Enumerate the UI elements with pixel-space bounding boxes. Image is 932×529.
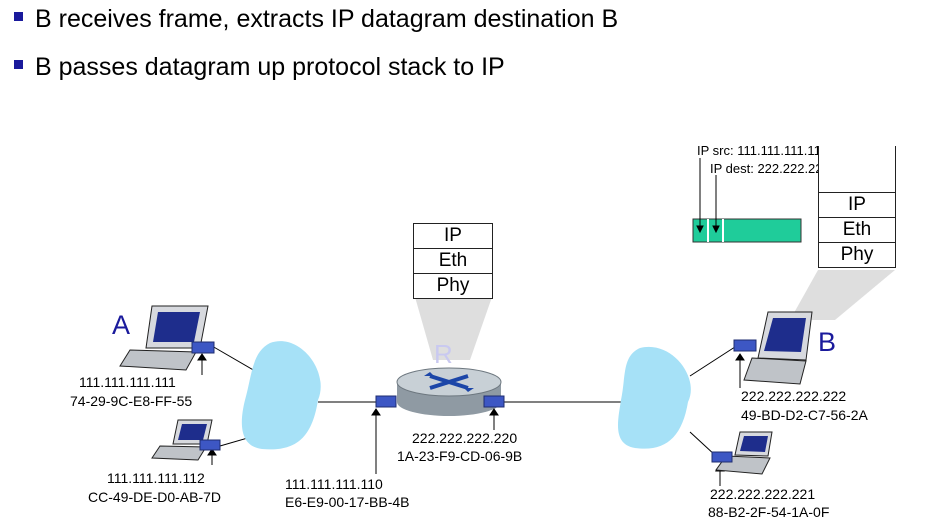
router-right-adapter (483, 395, 505, 408)
stack-layer-phy: Phy (436, 275, 470, 296)
router-right-mac: 1A-23-F9-CD-06-9B (397, 448, 523, 464)
link-b (689, 344, 739, 377)
host-b-mac: 49-BD-D2-C7-56-2A (741, 407, 868, 423)
router-stack-cone (415, 297, 492, 360)
router-right-ip: 222.222.222.220 (412, 430, 518, 446)
computer-icon-a2 (151, 419, 221, 461)
computer-icon-a (119, 305, 215, 371)
stack-layer-ip: IP (414, 224, 492, 249)
stack-layer-ip: IP (819, 193, 895, 218)
host-b-label: B (818, 327, 837, 357)
stack-layer-eth: Eth (819, 218, 895, 243)
host-b-protocol-stack: IP Eth Phy (818, 146, 896, 268)
host-b2-ip: 222.222.222.221 (710, 486, 816, 502)
bullet-1: B receives frame, extracts IP datagram d… (14, 4, 618, 34)
computer-icon-b (733, 311, 813, 385)
router-left-ip: 111.111.111.110 (285, 476, 383, 492)
bullet-1-text: B receives frame, extracts IP datagram d… (35, 5, 619, 33)
router-left-mac: E6-E9-00-17-BB-4B (285, 494, 410, 510)
computer-icon-b2 (711, 431, 773, 475)
host-b-ip: 222.222.222.222 (741, 388, 847, 404)
host-a-ip: 111.111.111.111 (79, 374, 176, 390)
datagram-frame (692, 218, 802, 243)
router-icon (396, 367, 502, 416)
stack-layer-eth: Eth (414, 249, 492, 274)
host-b-stack-cone (790, 270, 895, 320)
router-protocol-stack: IP Eth Phy (413, 223, 493, 299)
bullet-marker (14, 11, 23, 21)
network-cloud-right (618, 346, 691, 449)
ip-src-label: IP src: 111.111.111.111 (697, 143, 828, 158)
host-a2-ip: 111.111.111.112 (107, 470, 205, 486)
host-a-label: A (112, 310, 131, 340)
stack-layer-empty (819, 146, 895, 193)
network-cloud-left (241, 341, 321, 450)
router-left-adapter (375, 395, 397, 408)
host-a-mac: 74-29-9C-E8-FF-55 (70, 393, 193, 409)
stack-layer-phy: Phy (840, 244, 874, 265)
host-b2-mac: 88-B2-2F-54-1A-0F (708, 504, 830, 520)
router-label: R (434, 339, 453, 369)
bullet-2-text: B passes datagram up protocol stack to I… (35, 53, 505, 81)
host-a2-mac: CC-49-DE-D0-AB-7D (88, 489, 222, 505)
bullet-2: B passes datagram up protocol stack to I… (14, 52, 505, 82)
bullet-marker (14, 59, 23, 69)
